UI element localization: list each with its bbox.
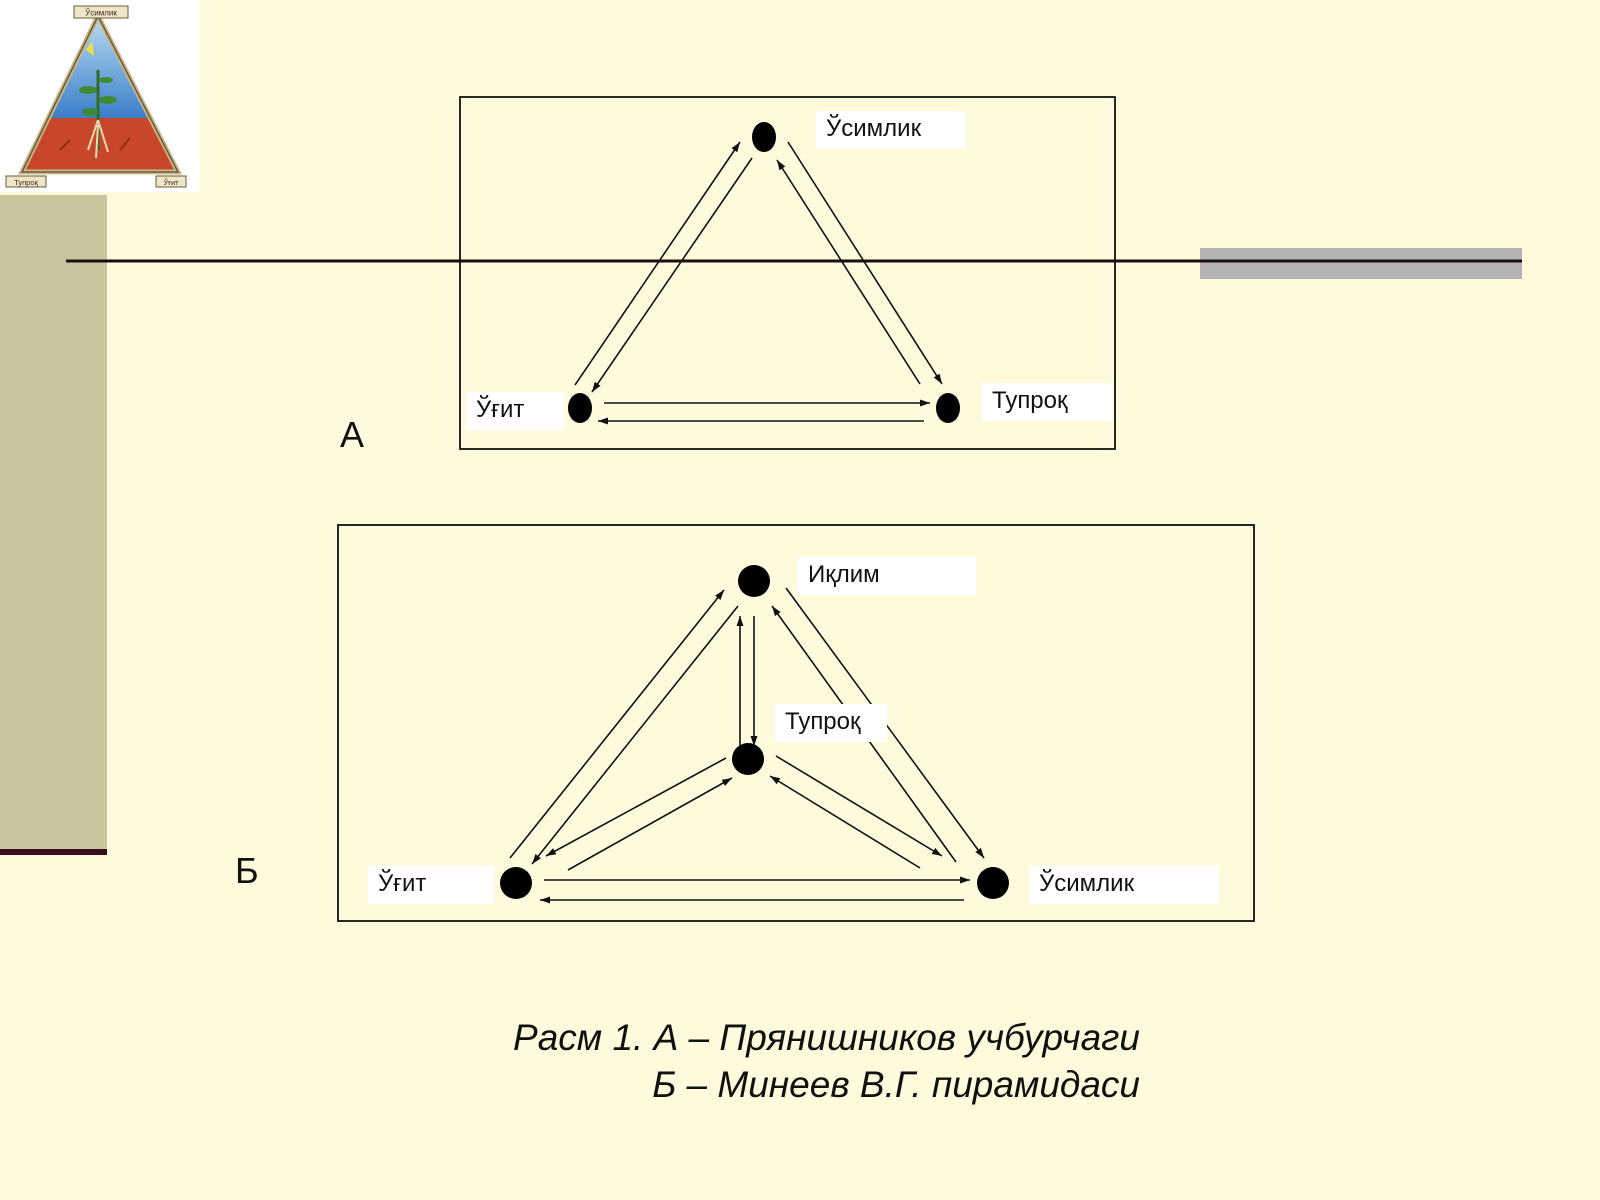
side-decoration-bar (0, 195, 107, 851)
arrow-b-usimlik-to-tuproq (769, 775, 921, 869)
node-a-usimlik (752, 122, 776, 152)
figure-caption: Расм 1. А – Прянишников учбурчаги Б – Ми… (380, 1014, 1140, 1108)
label-a-usimlik: Ўсимлик (816, 111, 966, 149)
node-b-usimlik (977, 867, 1009, 899)
logo-pyramid: Ўсимлик Тупроқ Ўғит (0, 0, 200, 192)
panel-b-frame (337, 524, 1255, 922)
panel-a-letter: А (340, 414, 365, 455)
header-grey-band (1200, 248, 1522, 279)
label-a-tuproq: Тупроқ (982, 383, 1112, 421)
node-b-ugit (500, 867, 532, 899)
arrow-b-ugit-to-iqlim (509, 589, 725, 859)
arrow-b-iqlim-to-ugit (531, 605, 739, 865)
arrow-a-ugit-to-usimlik (574, 141, 741, 386)
arrow-b-ugit-to-tuproq (567, 777, 733, 871)
label-b-iqlim: Иқлим (798, 557, 976, 595)
label-b-usimlik: Ўсимлик (1029, 866, 1219, 904)
logo-right-label: Ўғит (163, 178, 179, 187)
label-b-tuproq: Тупроқ (775, 704, 887, 742)
panel-a-frame (459, 96, 1116, 450)
node-a-ugit (568, 393, 592, 423)
arrow-a-tuproq-to-usimlik (776, 159, 921, 385)
caption-line-2: Б – Минеев В.Г. пирамидаси (652, 1064, 1140, 1105)
logo-top-label: Ўсимлик (85, 9, 117, 18)
label-a-ugit: Ўғит (466, 392, 564, 430)
node-b-iqlim (738, 565, 770, 597)
node-b-tuproq (732, 743, 764, 775)
arrow-b-tuproq-to-usimlik (775, 755, 943, 857)
label-b-ugit: Ўғит (368, 866, 494, 904)
arrow-a-usimlik-to-tuproq (787, 141, 943, 385)
caption-line-1: Расм 1. А – Прянишников учбурчаги (513, 1017, 1140, 1058)
arrow-a-usimlik-to-ugit (591, 157, 753, 393)
side-bar-base-line (0, 849, 107, 855)
panel-b-letter: Б (235, 850, 259, 891)
pyramid-illustration: Ўсимлик Тупроқ Ўғит (5, 5, 187, 188)
arrow-b-tuproq-to-ugit (545, 757, 727, 857)
logo-left-label: Тупроқ (14, 178, 38, 187)
panel-a-arrows (574, 141, 943, 425)
node-a-tuproq (936, 393, 960, 423)
